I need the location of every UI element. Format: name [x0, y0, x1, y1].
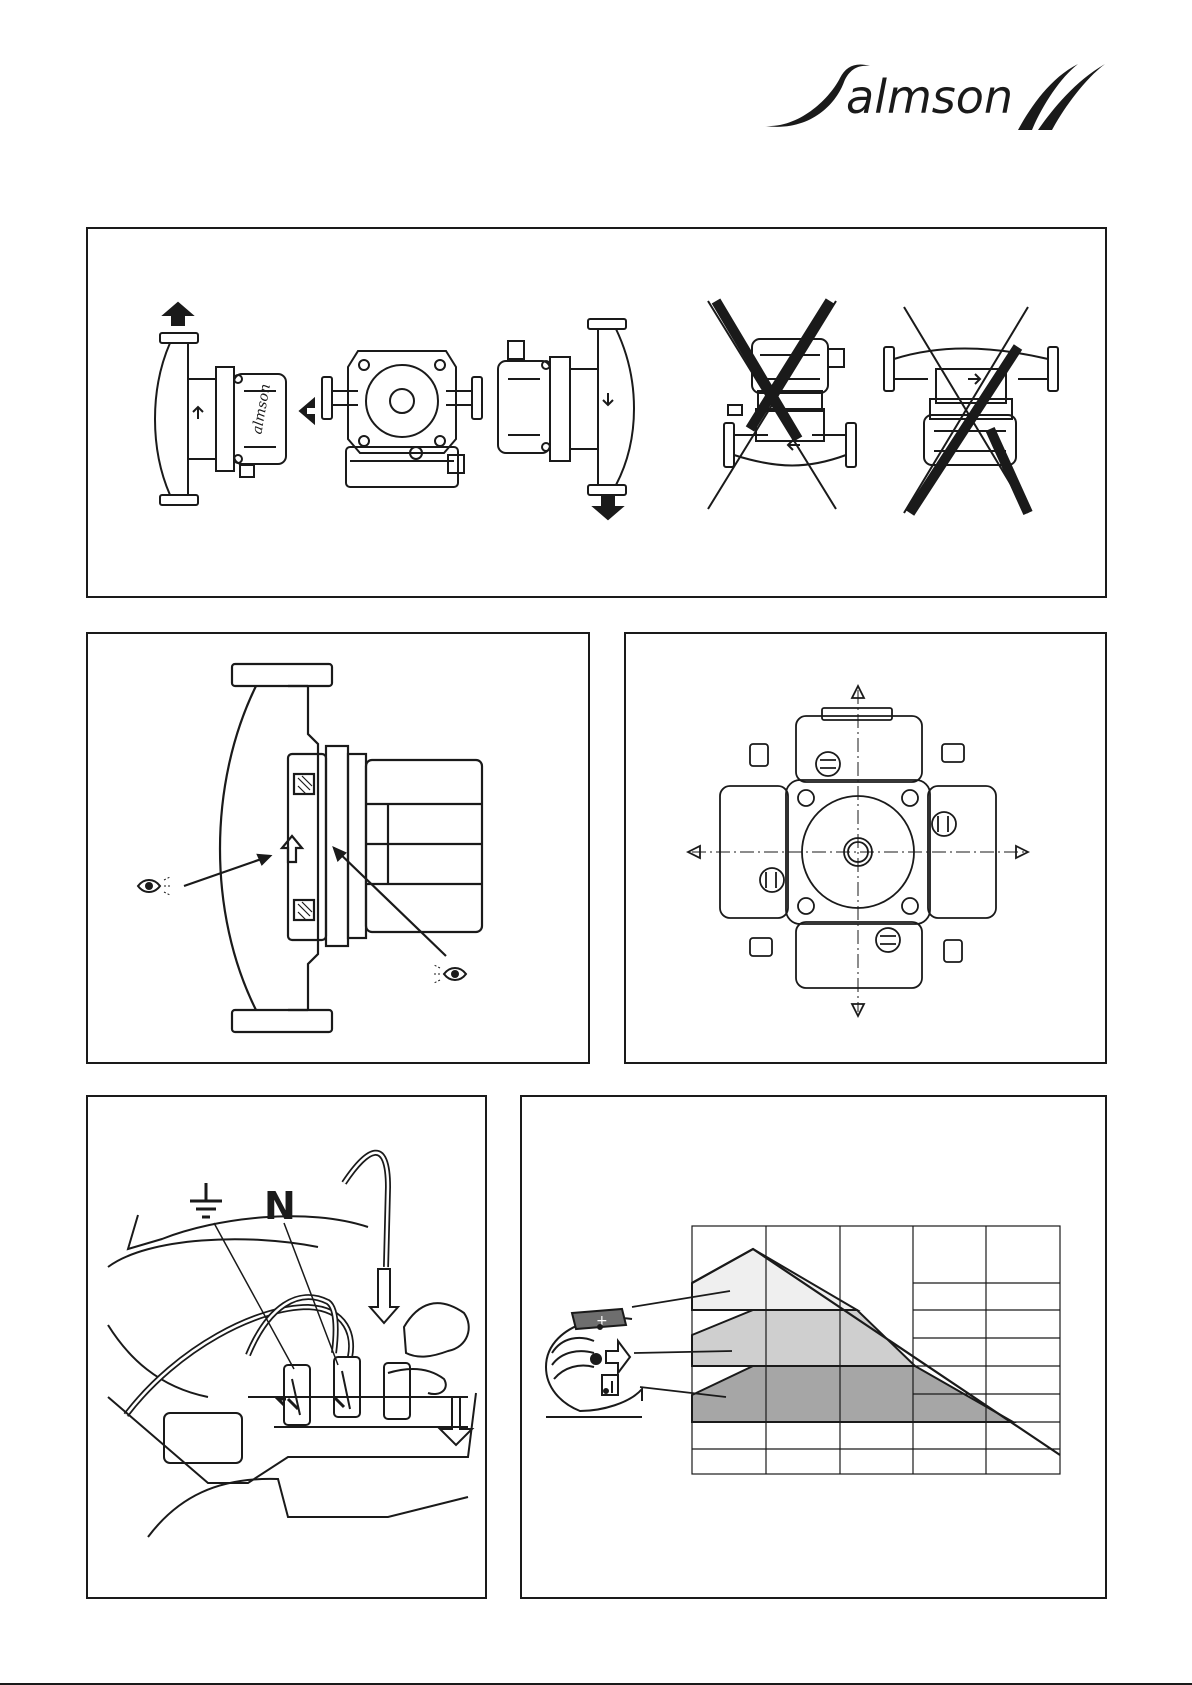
electrical-connection-panel: N [86, 1095, 487, 1599]
salmson-logo: almson [760, 58, 1110, 138]
left-arrow-icon [300, 399, 314, 423]
earth-ground-icon [190, 1183, 222, 1217]
pump-motor-down-forbidden [884, 347, 1058, 465]
up-arrow-icon [164, 303, 192, 325]
eye-icon [433, 965, 466, 983]
motor-orientation-panel [624, 632, 1107, 1064]
pump-front-view [300, 351, 482, 487]
eye-icon [138, 877, 171, 895]
flow-arrow-icon [282, 836, 302, 862]
speed-area-mid [692, 1310, 915, 1366]
terminal-label: N [264, 1184, 296, 1228]
pump-vertical-down [498, 319, 634, 495]
speed-curve-panel: + [520, 1095, 1107, 1599]
flow-direction-panel [86, 632, 590, 1064]
svg-text:almson: almson [846, 70, 1013, 124]
mounting-positions-panel: almson [86, 227, 1107, 598]
speed-area-high [692, 1249, 857, 1310]
down-arrow-icon [594, 497, 622, 519]
